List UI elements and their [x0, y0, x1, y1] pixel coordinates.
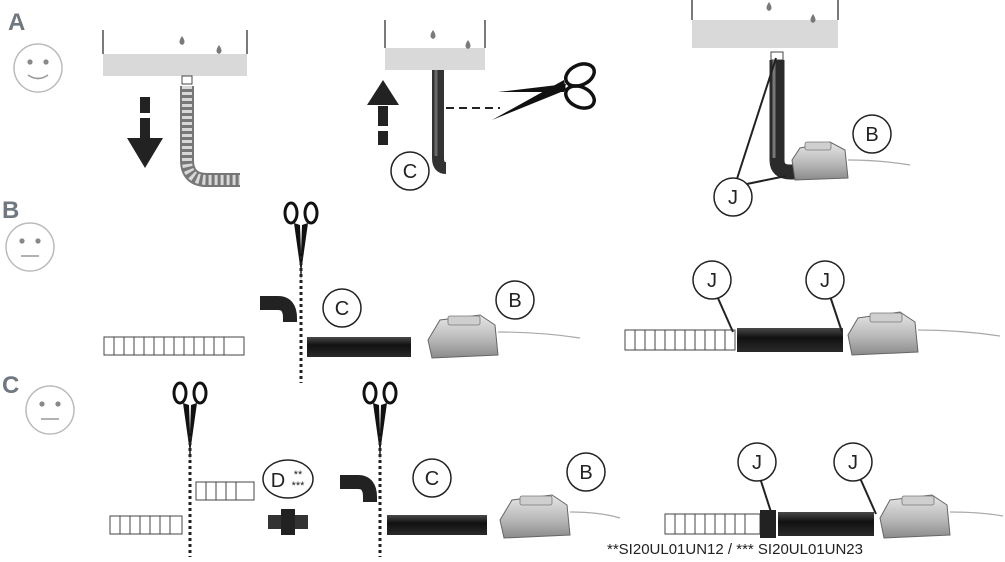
straight-pipe [307, 337, 411, 357]
elbow-fitting [260, 296, 297, 322]
svg-text:J: J [820, 270, 830, 292]
svg-text:D: D [271, 470, 285, 492]
elbow-fitting [340, 475, 377, 502]
water-drop-icon [766, 2, 772, 11]
scissors-icon [283, 201, 319, 280]
row-label-a: A [8, 9, 25, 36]
svg-text:B: B [579, 462, 592, 484]
svg-text:C: C [425, 468, 439, 490]
dark-pipe [432, 70, 447, 174]
corrugated-hose [195, 481, 255, 501]
callout-j: J [692, 260, 732, 300]
svg-text:J: J [707, 270, 717, 292]
adapter-fitting [760, 510, 776, 538]
callout-b: B [852, 114, 892, 154]
tray-a1 [102, 30, 248, 85]
callout-d: D ** *** [262, 459, 314, 499]
footnote: **SI20UL01UN12 / *** SI20UL01UN23 [607, 541, 863, 557]
svg-text:C: C [403, 161, 417, 183]
svg-text:J: J [848, 452, 858, 474]
water-drop-icon [179, 36, 185, 45]
neutral-face-icon [5, 222, 55, 272]
svg-text:C: C [335, 298, 349, 320]
callout-b: B [495, 280, 535, 320]
row-label-c: C [2, 372, 19, 399]
callout-j: J [713, 177, 753, 217]
installed-pipe [769, 51, 800, 180]
water-drop-icon [216, 45, 222, 54]
callout-j: J [737, 442, 777, 482]
callout-c: C [390, 151, 430, 191]
svg-text:B: B [508, 290, 521, 312]
pump [847, 311, 1001, 356]
straight-pipe [778, 512, 874, 536]
straight-pipe [387, 515, 487, 535]
svg-text:**: ** [294, 469, 303, 481]
water-drop-icon [465, 40, 471, 49]
corrugated-hose [664, 513, 761, 535]
tray-a2 [384, 20, 486, 70]
adapter-fitting [268, 509, 308, 535]
callout-j: J [805, 260, 845, 300]
svg-text:B: B [865, 124, 878, 146]
pump [499, 494, 621, 539]
pump [427, 314, 581, 359]
callout-j: J [833, 442, 873, 482]
svg-text:J: J [728, 187, 738, 209]
tray-a3 [691, 0, 839, 48]
row-label-b: B [2, 197, 19, 224]
flexible-hose [180, 86, 240, 187]
scissors-icon [362, 381, 398, 460]
pump [791, 141, 911, 181]
pump [879, 494, 1004, 539]
water-drop-icon [810, 14, 816, 23]
corrugated-hose [109, 515, 183, 535]
scissors-icon [172, 381, 208, 460]
straight-pipe [737, 328, 843, 352]
svg-text:J: J [752, 452, 762, 474]
scissors-icon [492, 62, 596, 120]
happy-face-icon [13, 43, 63, 93]
corrugated-hose [103, 336, 245, 356]
down-arrow-icon [127, 97, 163, 168]
callout-c: C [322, 288, 362, 328]
water-drop-icon [430, 30, 436, 39]
up-arrow-icon [367, 80, 399, 145]
corrugated-hose [624, 329, 736, 351]
svg-text:***: *** [292, 480, 306, 492]
callout-c: C [412, 458, 452, 498]
neutral-face-icon [25, 385, 75, 435]
callout-b: B [566, 452, 606, 492]
